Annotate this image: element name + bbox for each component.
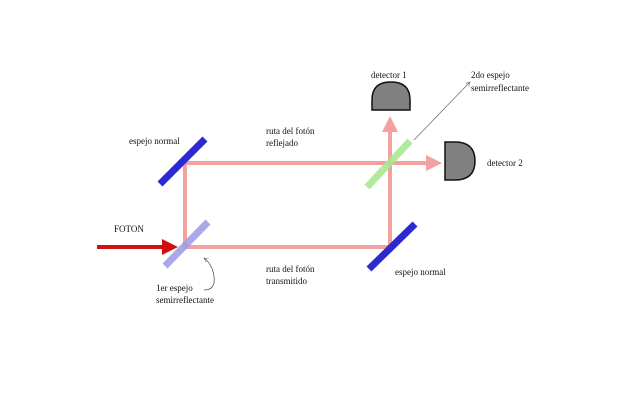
beamsplitter-1-pointer <box>204 258 215 291</box>
label-path-reflected-1: ruta del fotón <box>266 126 315 136</box>
label-photon: FOTON <box>114 224 144 234</box>
label-beamsplitter-1-2: semirreflectante <box>156 295 214 305</box>
beamsplitter-2-pointer <box>413 82 470 141</box>
label-path-reflected-2: reflejado <box>266 138 298 148</box>
label-mirror-bottom-right: espejo normal <box>395 267 446 277</box>
label-beamsplitter-2-2: semirreflectante <box>471 83 529 93</box>
mirror-bottom-right <box>366 221 418 272</box>
label-mirror-top-left: espejo normal <box>129 136 180 146</box>
label-path-transmitted-1: ruta del fotón <box>266 264 315 274</box>
beamsplitter-2 <box>364 138 413 190</box>
detector-1 <box>371 81 411 111</box>
label-beamsplitter-2-1: 2do espejo <box>471 70 510 80</box>
beamsplitter-1 <box>162 219 211 269</box>
label-beamsplitter-1-1: 1er espejo <box>156 283 193 293</box>
label-path-transmitted-2: transmitido <box>266 276 307 286</box>
detector-2 <box>444 141 476 181</box>
label-detector-2: detector 2 <box>487 158 523 168</box>
mirror-top-left <box>157 136 208 187</box>
label-detector-1: detector 1 <box>371 70 407 80</box>
